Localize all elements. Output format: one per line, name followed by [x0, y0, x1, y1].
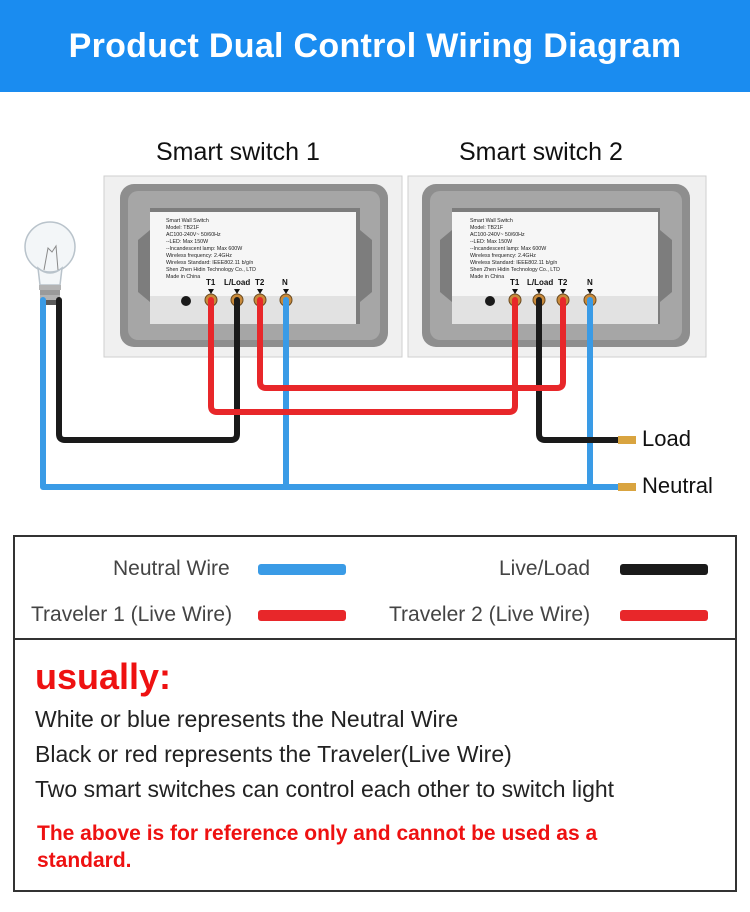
switch-1-terminal-t2: T2	[255, 278, 265, 287]
wire-legend: Neutral Wire Live/Load Traveler 1 (Live …	[13, 535, 737, 640]
switch-1-label-line: --Incandescent lamp: Max 600W	[166, 246, 242, 252]
note-line: Two smart switches can control each othe…	[35, 776, 615, 802]
switch-1-terminal-load: L/Load	[224, 278, 250, 287]
legend-traveler2-label: Traveler 2 (Live Wire)	[389, 603, 591, 626]
switch-1-label-line: Smart Wall Switch	[166, 218, 209, 224]
switch-2-label-line: Wireless Standard: IEEE802.11 b/g/n	[470, 260, 557, 266]
switch-1-terminal-t1: T1	[206, 278, 216, 287]
legend-traveler1-label: Traveler 1 (Live Wire)	[31, 603, 233, 626]
switch-1-label-line: --LED: Max 150W	[166, 239, 208, 245]
switch-2-label-line: Shen Zhen Hidin Technology Co., LTD	[470, 267, 560, 273]
notes-heading: usually:	[35, 656, 172, 697]
switch-1-label-line: Model: TB21F	[166, 225, 200, 231]
switch-2-terminal-load: L/Load	[527, 278, 553, 287]
traveler-wire-2	[257, 297, 566, 391]
legend-neutral-label: Neutral Wire	[113, 557, 230, 580]
title-banner: Product Dual Control Wiring Diagram	[0, 0, 750, 92]
legend-live-swatch	[620, 564, 708, 575]
load-wire-supply	[536, 297, 625, 443]
switch-1-label-line: Wireless frequency: 2.4GHz	[166, 253, 232, 259]
switch-2-label: Smart Wall Switch Model: TB21F AC100-240…	[470, 218, 560, 280]
switch-2-label-line: Made in China	[470, 274, 504, 280]
switch-2-title: Smart switch 2	[459, 138, 623, 166]
load-label: Load	[642, 426, 691, 451]
page-title: Product Dual Control Wiring Diagram	[68, 26, 682, 65]
traveler-wire-1	[208, 297, 518, 415]
switch-1-title: Smart switch 1	[156, 138, 320, 166]
switch-2-label-line: --LED: Max 150W	[470, 239, 512, 245]
wiring-diagram: Smart Wall Switch Model: TB21F AC100-240…	[24, 175, 707, 491]
switch-1-label-line: Shen Zhen Hidin Technology Co., LTD	[166, 267, 256, 273]
switch-2-terminal-n: N	[587, 278, 593, 287]
legend-neutral-swatch	[258, 564, 346, 575]
disclaimer: The above is for reference only and cann…	[37, 822, 598, 872]
light-bulb-icon	[24, 221, 76, 305]
smart-switch-2: Smart Wall Switch Model: TB21F AC100-240…	[407, 175, 707, 358]
legend-traveler2-swatch	[620, 610, 708, 621]
switch-1-label-line: AC100-240V~ 50/60Hz	[166, 232, 221, 238]
switch-2-label-line: --Incandescent lamp: Max 600W	[470, 246, 546, 252]
switch-2-terminal-t1: T1	[510, 278, 520, 287]
legend-live-label: Live/Load	[499, 557, 591, 580]
note-line: Black or red represents the Traveler(Liv…	[35, 741, 512, 767]
switch-1-label-line: Made in China	[166, 274, 200, 280]
smart-switch-1: Smart Wall Switch Model: TB21F AC100-240…	[103, 175, 403, 358]
switch-1-terminal-n: N	[282, 278, 288, 287]
switch-2-terminal-t2: T2	[558, 278, 568, 287]
neutral-wire-end	[618, 483, 636, 491]
switch-2-label-line: Smart Wall Switch	[470, 218, 513, 224]
switch-1-label-line: Wireless Standard: IEEE802.11 b/g/n	[166, 260, 253, 266]
switch-1-label: Smart Wall Switch Model: TB21F AC100-240…	[166, 218, 256, 280]
note-line: White or blue represents the Neutral Wir…	[35, 706, 459, 732]
load-wire-end	[618, 436, 636, 444]
notes-panel: usually: White or blue represents the Ne…	[13, 638, 737, 892]
legend-traveler1-swatch	[258, 610, 346, 621]
neutral-wire-main	[40, 297, 625, 490]
switch-2-label-line: AC100-240V~ 50/60Hz	[470, 232, 525, 238]
switch-2-label-line: Wireless frequency: 2.4GHz	[470, 253, 536, 259]
switch-2-label-line: Model: TB21F	[470, 225, 504, 231]
load-wire-lamp	[56, 297, 240, 443]
neutral-label: Neutral	[642, 473, 713, 498]
